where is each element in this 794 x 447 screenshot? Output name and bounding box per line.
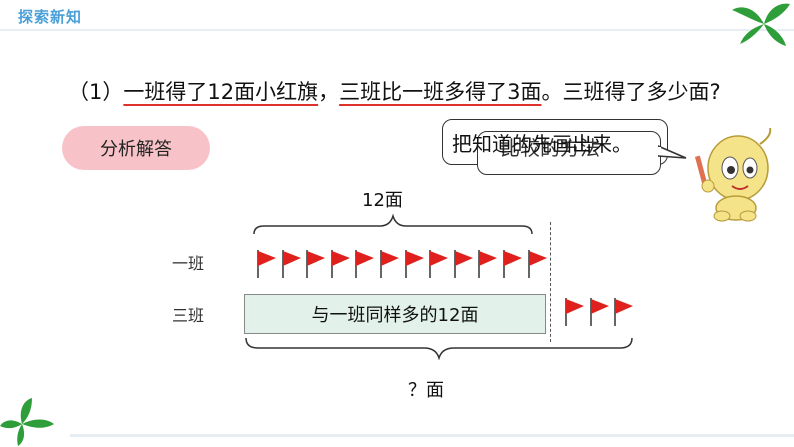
red-flag-icon xyxy=(331,250,350,278)
red-flag-icon xyxy=(614,298,634,326)
row-label-class1: 一班 xyxy=(172,254,205,273)
footer-divider xyxy=(70,434,794,437)
row-label-class3: 三班 xyxy=(172,306,205,325)
red-flag-icon xyxy=(380,250,399,278)
leaf-decoration-icon xyxy=(0,398,54,446)
section-title: 探索新知 xyxy=(18,8,83,26)
red-flag-icon xyxy=(454,250,473,278)
red-flag-icon xyxy=(589,298,609,326)
top-brace xyxy=(253,214,533,235)
analysis-button[interactable]: 分析解答 xyxy=(62,126,210,170)
bottom-brace-label: ？面 xyxy=(408,380,444,401)
alignment-dashed-line xyxy=(550,222,551,342)
speech-bubble-tail-icon xyxy=(658,145,687,159)
same-box-label: 与一班同样多的12面 xyxy=(311,305,479,326)
red-flag-icon xyxy=(355,250,375,278)
red-flag-icon xyxy=(478,250,498,278)
red-flag-icon xyxy=(503,250,522,278)
same-as-class1-box: 与一班同样多的12面 xyxy=(244,294,546,334)
speech-bubble-text: 把知道的先画出来。 xyxy=(452,132,632,156)
red-flag-icon xyxy=(565,298,584,326)
leaf-decoration-icon xyxy=(732,3,790,46)
class3-extra-flags xyxy=(564,296,638,328)
red-flag-icon xyxy=(429,250,449,278)
speech-bubble-overlay-text: 比较的方法 xyxy=(500,136,600,160)
header-divider xyxy=(0,29,794,31)
bottom-brace xyxy=(245,337,633,360)
question-underlined-2: 三班比一班多得了3面 xyxy=(339,80,542,104)
top-brace-label: 12面 xyxy=(362,190,403,211)
question-comma: ， xyxy=(318,80,340,104)
question-ask: 。三班得了多少面? xyxy=(541,80,721,104)
question-number: （1） xyxy=(68,80,124,104)
question-text: （1）一班得了12面小红旗，三班比一班多得了3面。三班得了多少面? xyxy=(68,76,721,106)
red-flag-icon xyxy=(527,250,547,278)
class1-flags xyxy=(256,248,551,280)
question-underlined-1: 一班得了12面小红旗 xyxy=(123,80,319,104)
mascot-character-icon xyxy=(694,128,772,222)
red-flag-icon xyxy=(404,250,424,278)
speech-bubble-front xyxy=(477,131,661,175)
red-flag-icon xyxy=(257,250,276,278)
red-flag-icon xyxy=(281,250,301,278)
red-flag-icon xyxy=(306,250,326,278)
